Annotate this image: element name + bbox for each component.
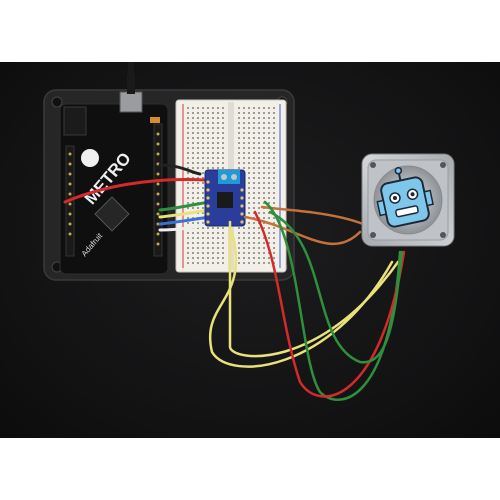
stepper-motor (361, 153, 455, 247)
dc-jack (63, 106, 87, 136)
screw-terminal (218, 170, 240, 184)
robot-sticker-icon (376, 166, 434, 228)
usb-connector (119, 91, 143, 113)
product-photo: METRO Adafruit (0, 62, 500, 438)
logo-icon (81, 149, 99, 167)
stepper-driver-board (204, 169, 246, 227)
microcontroller-chip (94, 196, 130, 232)
stepper-setup-scene: METRO Adafruit (43, 62, 455, 401)
